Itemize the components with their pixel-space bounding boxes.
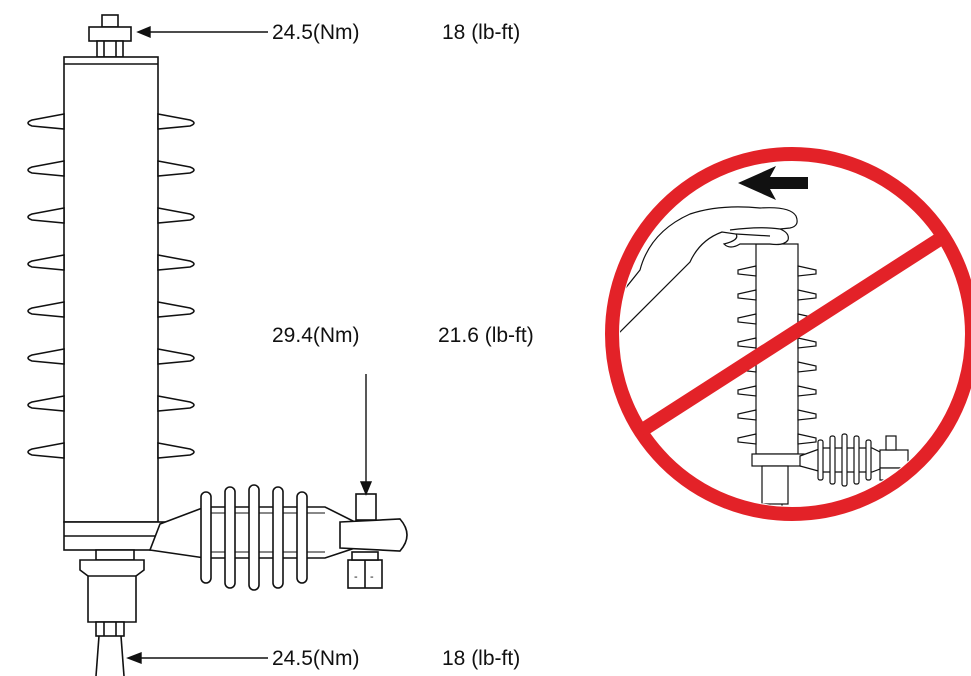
middle-torque-imperial: 21.6 (lb-ft) bbox=[438, 324, 534, 347]
svg-text:-: - bbox=[354, 571, 358, 583]
middle-torque-metric: 29.4(Nm) bbox=[272, 324, 360, 347]
bottom-torque-metric: 24.5(Nm) bbox=[272, 647, 360, 670]
bracket-end-clamp bbox=[339, 518, 408, 552]
weathersheds bbox=[27, 113, 195, 459]
ground-stud-upper bbox=[95, 549, 135, 561]
top-torque-imperial: 18 (lb-ft) bbox=[442, 21, 520, 44]
bottom-torque-imperial: 18 (lb-ft) bbox=[442, 647, 520, 670]
ground-lead-right bbox=[120, 635, 125, 676]
svg-text:-: - bbox=[370, 571, 374, 583]
arrester-housing bbox=[63, 56, 159, 523]
ground-lead-left bbox=[95, 635, 100, 676]
prohibition-slash bbox=[637, 231, 947, 437]
left-arrow-icon bbox=[738, 166, 808, 200]
top-arrowhead-icon bbox=[136, 25, 151, 39]
surge-arrester-drawing: - - bbox=[27, 14, 408, 676]
hand-icon bbox=[620, 206, 798, 333]
ground-stud-lower bbox=[95, 621, 125, 637]
prohibition-sign-icon bbox=[605, 147, 971, 521]
top-stud bbox=[101, 14, 119, 28]
top-washer bbox=[96, 40, 124, 58]
bottom-arrowhead-icon bbox=[126, 651, 142, 665]
ground-nut bbox=[79, 559, 145, 623]
bracket-sheds bbox=[200, 484, 308, 591]
leader-arrows bbox=[126, 25, 373, 665]
top-nut bbox=[88, 26, 132, 42]
prohibition-ring bbox=[605, 147, 971, 521]
top-torque-metric: 24.5(Nm) bbox=[272, 21, 360, 44]
bracket-bolt-head bbox=[355, 493, 377, 521]
middle-arrowhead-icon bbox=[359, 481, 373, 496]
